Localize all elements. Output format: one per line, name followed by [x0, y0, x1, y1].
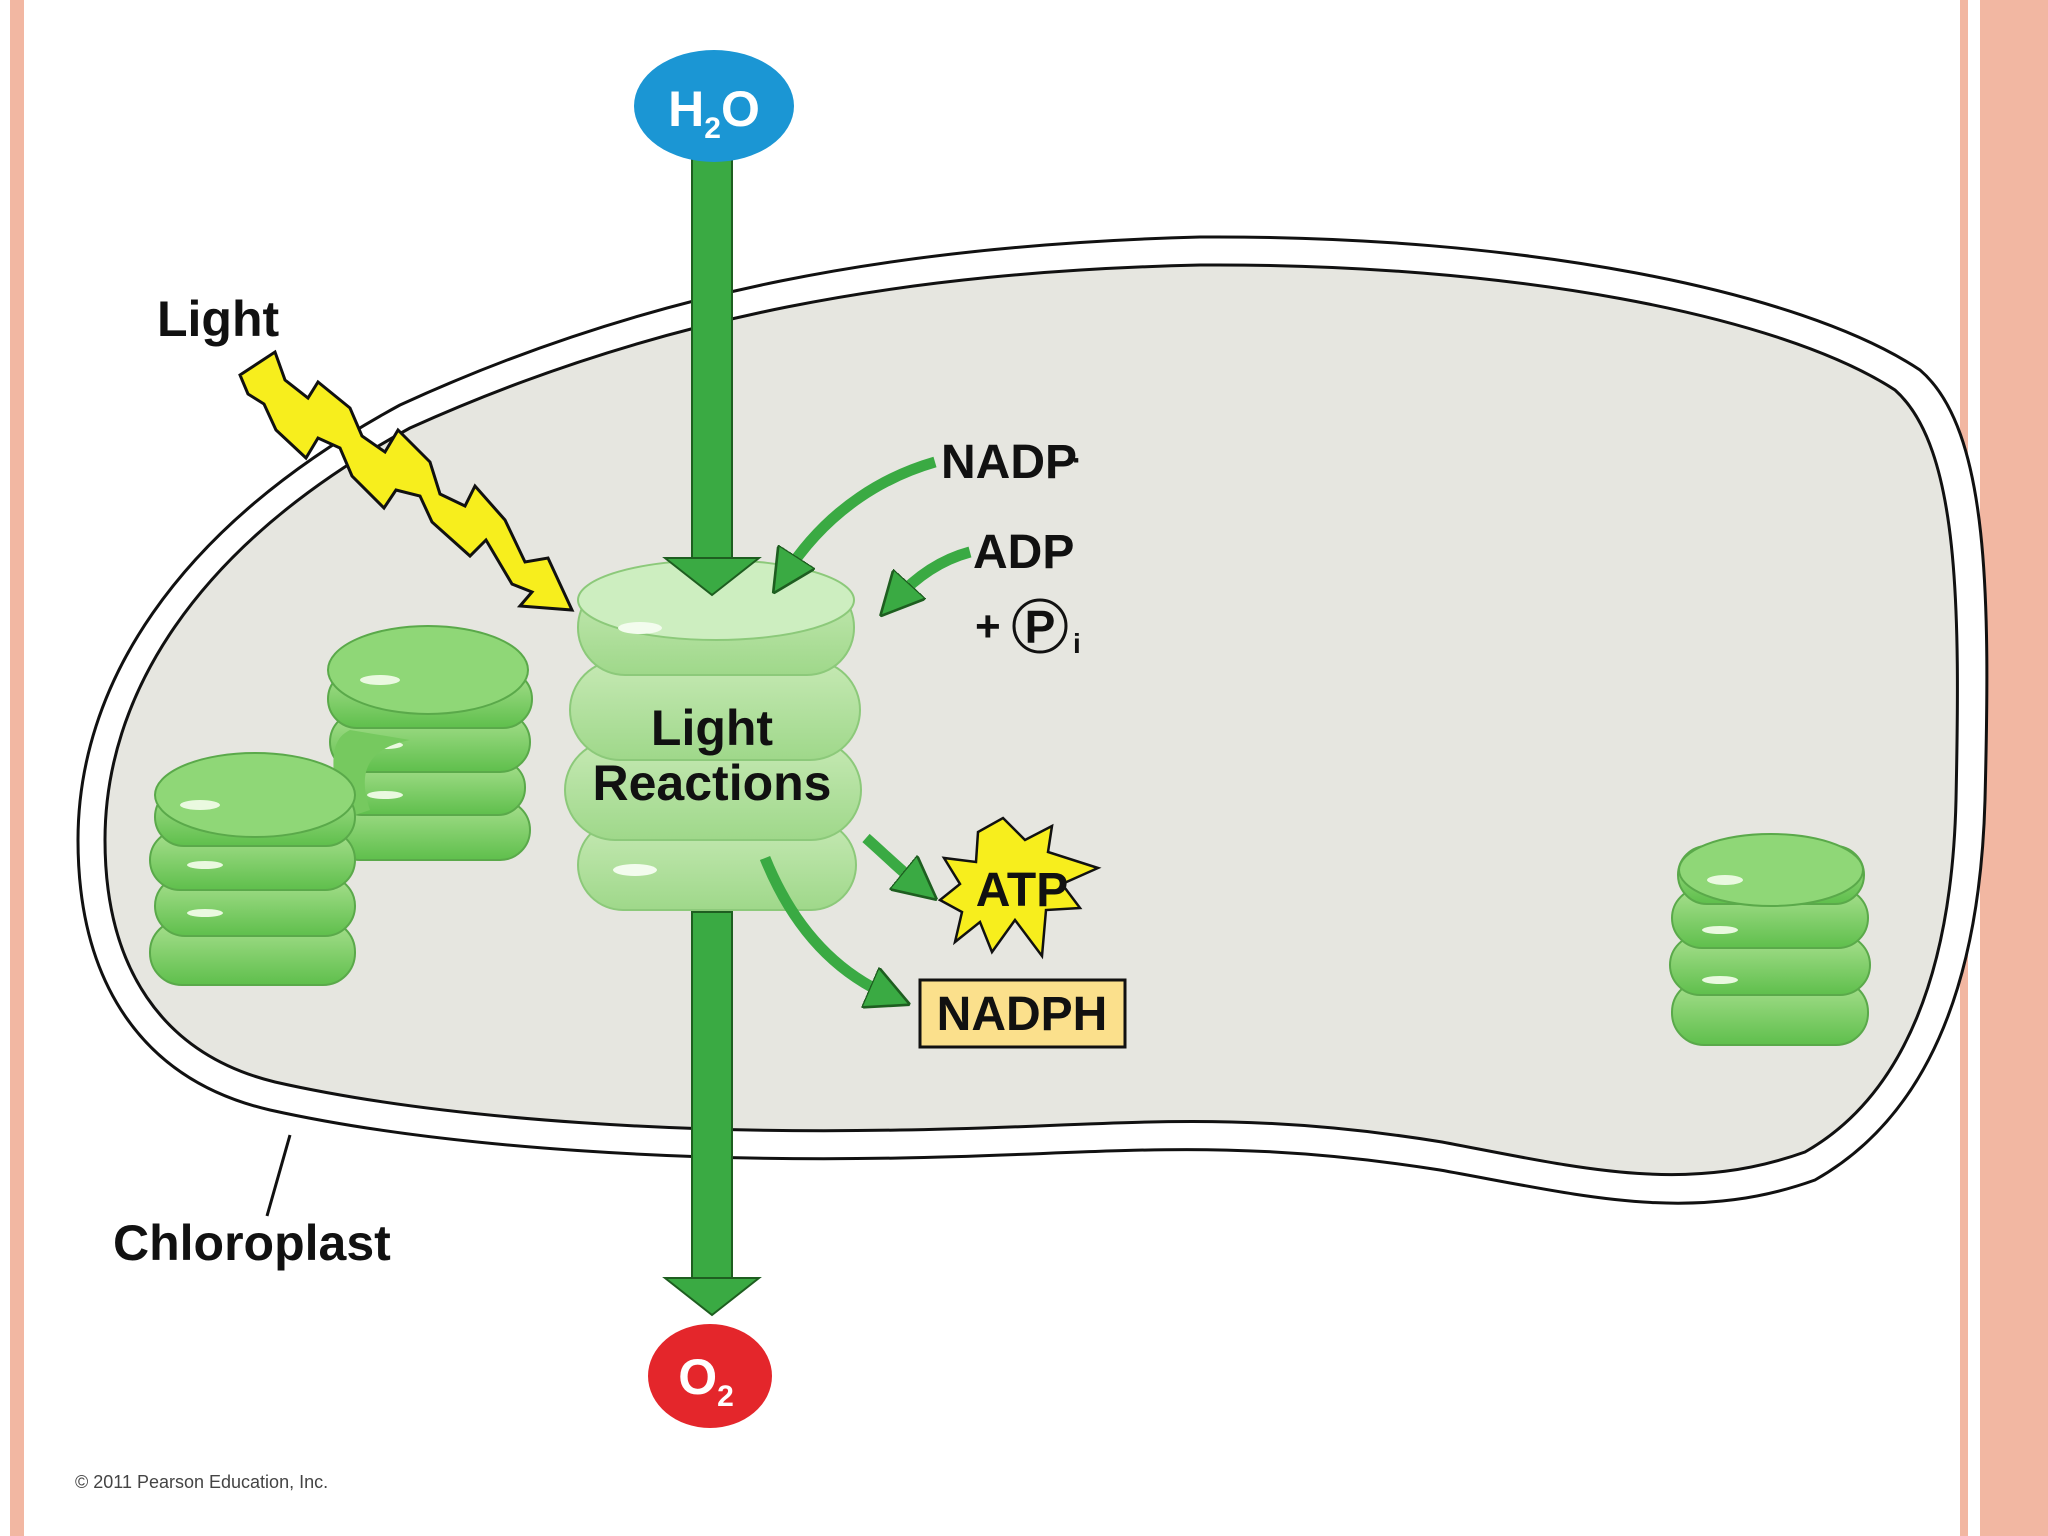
chloroplast-stroma: [103, 263, 1959, 1177]
oxygen-node: [648, 1324, 772, 1428]
nadp-input-arrow: [785, 456, 937, 575]
slide-border-right-outer: [1980, 0, 2048, 1536]
copyright-text: © 2011 Pearson Education, Inc.: [75, 1472, 328, 1492]
nadph-label: NADPH: [937, 988, 1108, 1041]
light-bolt: [238, 349, 575, 612]
light-label: Light: [157, 291, 280, 347]
atp-star: [937, 816, 1102, 960]
atp-output-arrow: [862, 833, 920, 886]
water-label: H2O: [668, 81, 760, 145]
adp-label: ADP: [973, 526, 1074, 579]
chloroplast-label: Chloroplast: [113, 1215, 391, 1271]
phosphate-circle: [1012, 598, 1068, 654]
reaction-label-line1: Light: [651, 700, 774, 756]
oxygen-arrow-shaft: [691, 911, 733, 1281]
reaction-label-line2: Reactions: [593, 755, 832, 811]
nadph-box: [918, 978, 1127, 1049]
water-node: [634, 50, 794, 162]
oxygen-arrow-head: [662, 1277, 762, 1317]
oxygen-label: O2: [678, 1349, 734, 1413]
nadp-charge-mark: ·: [1072, 444, 1082, 477]
water-arrow-head: [662, 557, 762, 597]
slide-border-left: [10, 0, 24, 1536]
adp-input-arrow: [895, 546, 972, 600]
nadph-output-arrow: [759, 855, 890, 996]
water-arrow-shaft-top: [691, 149, 733, 561]
phosphate-sub-label: i: [1073, 628, 1081, 659]
granum-left-front: [149, 752, 356, 986]
plus-label: +: [975, 602, 1001, 651]
granum-right: [1669, 833, 1871, 1046]
atp-label: ATP: [976, 864, 1068, 917]
granum-central: [564, 559, 862, 911]
phosphate-label: P: [1025, 601, 1056, 653]
nadp-label: NADP: [941, 436, 1077, 489]
chloroplast-pointer-line: [265, 1134, 292, 1217]
